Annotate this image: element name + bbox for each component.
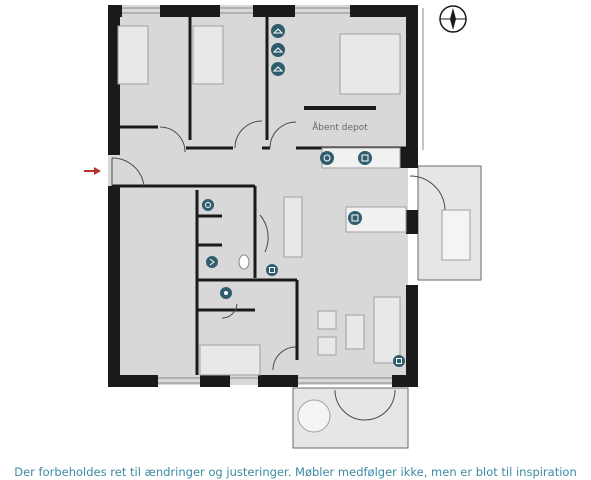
clothes-hanger-icon — [271, 62, 285, 76]
fridge-icon — [358, 151, 372, 165]
washing-machine-icon — [202, 199, 214, 211]
clothes-hanger-icon — [271, 24, 285, 38]
compass-icon — [439, 5, 467, 33]
clothes-hanger-icon — [271, 43, 285, 57]
depot-shelf — [304, 106, 376, 110]
water-heater-icon — [206, 256, 218, 268]
door-swings — [111, 120, 446, 421]
stove-icon — [348, 211, 362, 225]
heating-icon — [393, 355, 405, 367]
furniture — [117, 25, 471, 433]
apartment-floor — [108, 5, 418, 385]
windows — [122, 7, 424, 384]
dishwasher-icon — [266, 264, 278, 276]
depot-label: Åbent depot — [312, 123, 368, 133]
toilet-icon — [238, 254, 250, 270]
exterior-walls — [108, 5, 418, 387]
fan-icon — [320, 151, 334, 165]
disclaimer-text: Der forbeholdes ret til ændringer og jus… — [14, 465, 577, 479]
entrance-arrow-icon — [84, 167, 101, 175]
shower-drain-icon — [220, 287, 232, 299]
